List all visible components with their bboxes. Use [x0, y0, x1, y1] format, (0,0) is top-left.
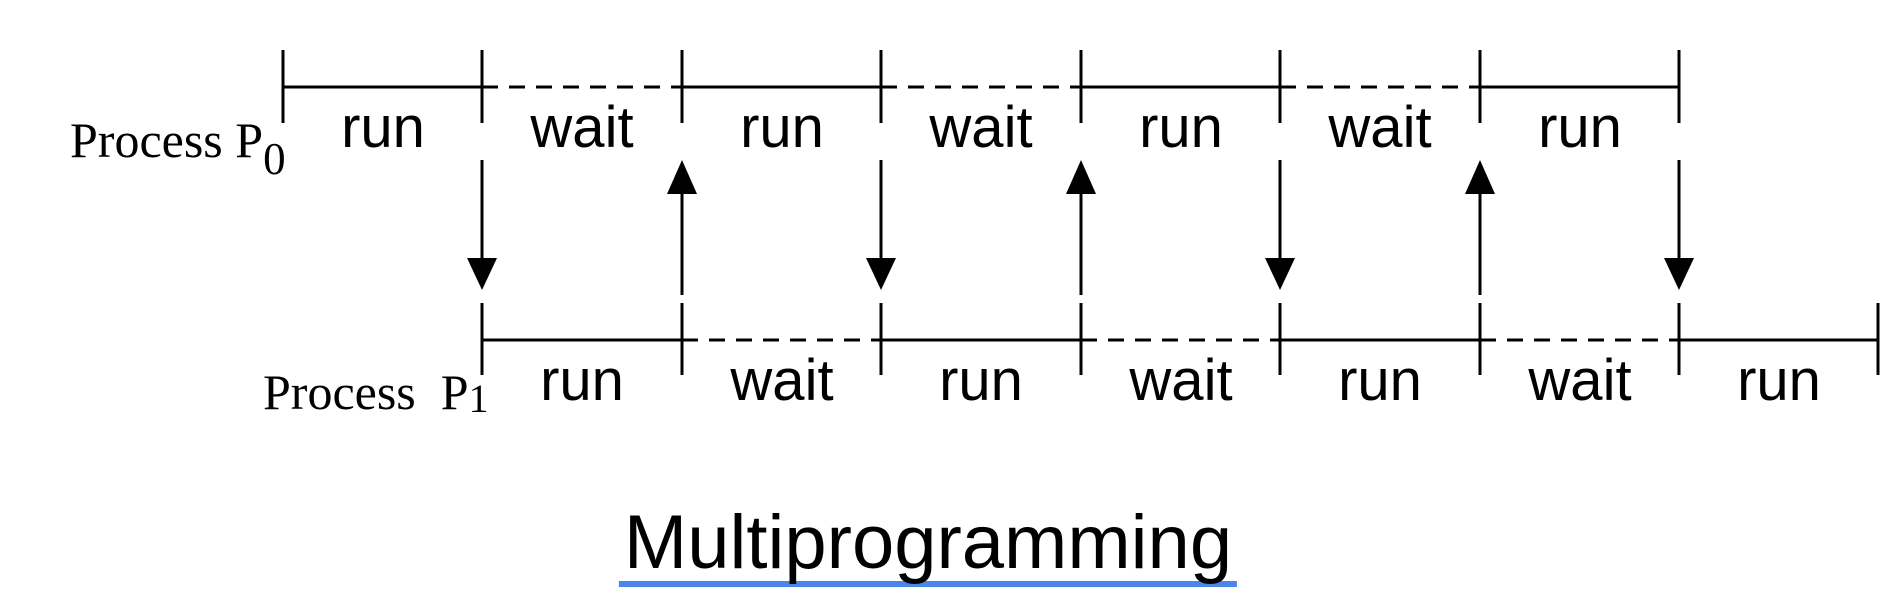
p0-timeline — [281, 50, 1681, 123]
process-p0-label: Process P0 — [20, 65, 286, 232]
p1-segment-label-6: wait — [1528, 348, 1632, 413]
process-p0-subscript: 0 — [263, 134, 286, 184]
arrow-down-icon — [866, 160, 896, 290]
process-p1-label: Process P1 — [213, 317, 489, 469]
p0-segment-label-1: run — [341, 95, 425, 160]
arrow-down-icon — [467, 160, 497, 290]
p1-segment-label-5: run — [1338, 348, 1422, 413]
arrow-down-icon — [1664, 160, 1694, 290]
p0-segment-label-2: wait — [530, 95, 634, 160]
context-switch-arrows — [467, 160, 1694, 295]
p0-segment-label-4: wait — [929, 95, 1033, 160]
p0-segment-label-5: run — [1139, 95, 1223, 160]
page-title: Multiprogramming — [618, 505, 1238, 587]
arrow-up-icon — [1066, 160, 1096, 295]
process-p1-subscript: 1 — [468, 376, 489, 421]
p0-segment-label-7: run — [1538, 95, 1622, 160]
arrow-down-icon — [1265, 160, 1295, 290]
p1-segment-label-2: wait — [730, 348, 834, 413]
p1-segment-label-7: run — [1737, 348, 1821, 413]
p1-segment-label-1: run — [540, 348, 624, 413]
p1-segment-label-3: run — [939, 348, 1023, 413]
p1-timeline — [480, 303, 1880, 375]
p1-segment-label-4: wait — [1129, 348, 1233, 413]
process-p0-name: Process P — [70, 112, 264, 168]
arrow-up-icon — [667, 160, 697, 295]
arrow-up-icon — [1465, 160, 1495, 295]
p0-segment-label-3: run — [740, 95, 824, 160]
process-p1-name: Process P — [263, 364, 469, 420]
p0-segment-label-6: wait — [1328, 95, 1432, 160]
